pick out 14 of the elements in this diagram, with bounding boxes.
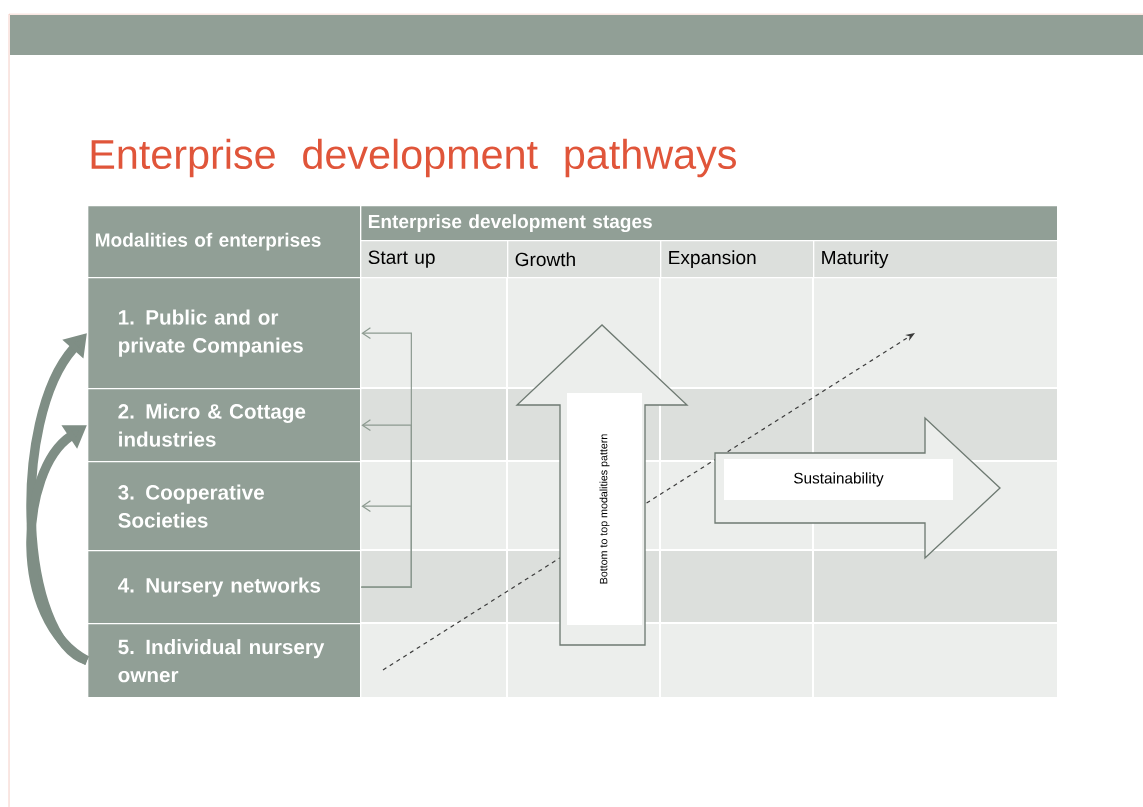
stage-header: Start up	[360, 240, 509, 279]
modality-cell: 5. Individual nursery owner	[87, 623, 362, 699]
modality-cell: 4. Nursery networks	[87, 550, 362, 625]
header-cell: Enterprise development stages	[360, 205, 1059, 242]
header-cell: Modalities of enterprises	[87, 205, 362, 279]
modality-cell: 1. Public and or private Companies	[87, 277, 362, 390]
stage-header: Growth	[507, 240, 662, 279]
arrow	[360, 500, 412, 588]
modality-cell: 3. Cooperative Societies	[87, 461, 362, 552]
title: Enterprise development pathways	[91, 138, 736, 178]
stage-header: Expansion	[660, 240, 815, 279]
stage-header: Maturity	[813, 240, 1059, 279]
modality-cell: 2. Micro & Cottage industries	[87, 388, 362, 463]
arrow	[26, 425, 90, 665]
